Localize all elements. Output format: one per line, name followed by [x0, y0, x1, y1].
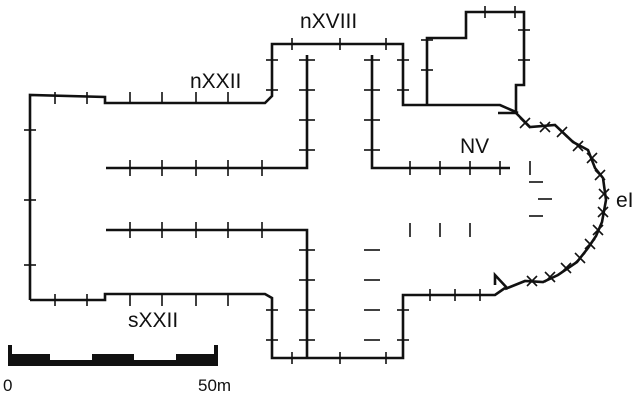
interior-walls [106, 55, 510, 358]
wall-apse [504, 112, 608, 291]
north-east-annex [425, 10, 526, 115]
wall-outer-north [28, 42, 519, 300]
wall-south-chapel [493, 271, 509, 290]
wall-nave-south [106, 228, 309, 358]
scale-bar-segment-3 [176, 354, 218, 362]
label-north-transept: nXVIII [300, 10, 357, 33]
bay-tick [586, 152, 598, 164]
bay-tick [592, 224, 604, 236]
bay-tick [556, 126, 568, 138]
bay-tick [574, 252, 586, 264]
scale-bar-segment-1 [8, 354, 50, 362]
scale-bar: 0 50m [3, 345, 231, 395]
bay-tick [539, 121, 551, 133]
outer-walls [28, 42, 519, 360]
bay-tick [597, 206, 609, 218]
bay-ticks [24, 6, 610, 364]
scale-label-end: 50m [198, 376, 231, 395]
label-south-nave: sXXII [128, 309, 178, 332]
label-north-nave: nXXII [190, 70, 241, 93]
scale-bar-base [8, 360, 218, 366]
apse-wall [493, 112, 608, 291]
wall-nave-north [106, 55, 309, 170]
bay-tick [594, 169, 606, 181]
label-choir: NV [460, 135, 489, 158]
wall-outer-south [30, 286, 506, 360]
scale-bar-segment-2 [92, 354, 134, 362]
bay-tick [519, 117, 531, 129]
scale-label-start: 0 [3, 376, 12, 395]
bay-tick [560, 262, 572, 274]
bay-tick [598, 188, 610, 200]
wall-choir-north [370, 55, 510, 170]
wall-annex [425, 10, 526, 115]
bay-tick [572, 140, 584, 152]
bay-tick [584, 238, 596, 250]
bay-tick [526, 275, 538, 287]
label-axial: eI [616, 189, 634, 212]
bay-tick [544, 271, 556, 283]
